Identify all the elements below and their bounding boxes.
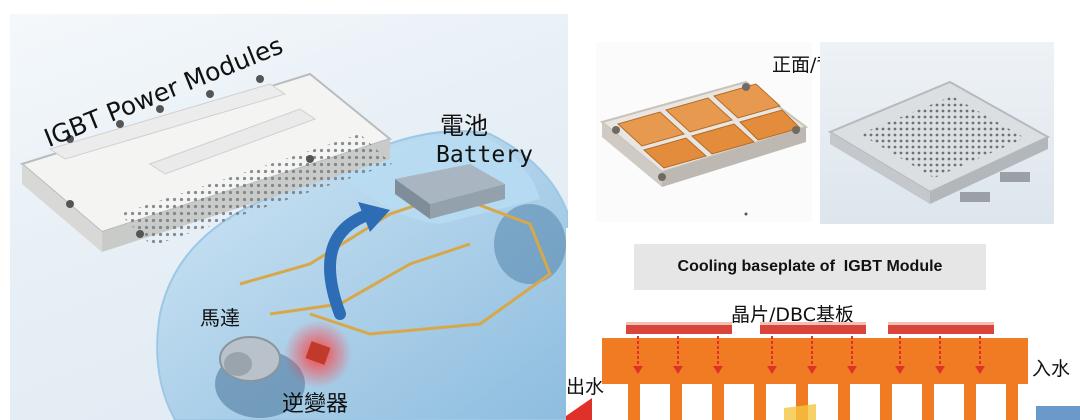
module-front-drawing	[599, 80, 809, 216]
cooling-title: Cooling baseplate of IGBT Module	[677, 258, 943, 275]
car-wheel-rear	[494, 204, 566, 284]
inverter-label-cn: 逆變器	[282, 392, 349, 417]
cooling-fins	[628, 384, 1018, 420]
chip-dbc-label: 晶片/DBC基板	[731, 304, 854, 326]
inflow-arrow	[1036, 406, 1080, 420]
motor-assembly	[219, 336, 281, 382]
cooling-title-box: Cooling baseplate of IGBT Module	[634, 244, 986, 290]
blue-flow-arrow	[324, 208, 376, 320]
water-out-label: 出水	[566, 376, 605, 398]
motor-label-cn: 馬達	[200, 306, 240, 330]
module-back-drawing	[827, 80, 1051, 204]
water-in-label: 入水	[1032, 358, 1071, 380]
cooling-baseplate-diagram: Cooling baseplate of IGBT Module 晶片/DBC基…	[566, 228, 1080, 420]
module-front-photo	[596, 42, 812, 222]
battery-label-en: Battery	[436, 142, 533, 168]
ev-illustration-panel: IGBT Power Modules 電池 Battery 馬達 逆變器	[10, 14, 568, 420]
chip-cells	[617, 83, 801, 169]
ev-illustration	[19, 72, 568, 420]
igbt-module-drawing	[19, 72, 393, 252]
baseplate	[602, 338, 1028, 384]
baseplate-drawing	[566, 322, 1080, 420]
outflow-arrow	[566, 398, 592, 420]
module-back-photo	[820, 42, 1054, 224]
wire-harness-2	[269, 242, 471, 316]
heat-arrows	[633, 336, 985, 374]
battery-label-cn: 電池	[440, 112, 488, 140]
battery-pack	[395, 164, 505, 219]
mid-flow-arrow	[784, 404, 816, 420]
chip-bars	[626, 322, 994, 334]
